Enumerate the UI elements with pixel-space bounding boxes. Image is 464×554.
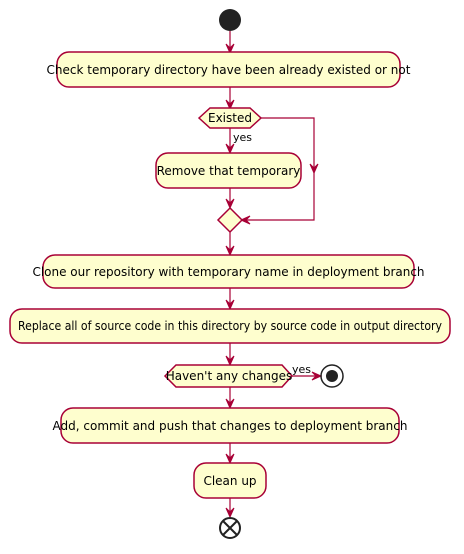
stop-node [320, 364, 344, 388]
remove-temporary-node: Remove that temporary [155, 152, 302, 189]
cleanup-node: Clean up [193, 462, 267, 499]
replace-source-node: Replace all of source code in this direc… [9, 308, 451, 344]
yes-label-1: yes [233, 131, 252, 144]
clone-repository-node: Clone our repository with temporary name… [32, 254, 425, 289]
changes-decision: Haven't any changes [163, 364, 294, 388]
check-directory-node: Check temporary directory have been alre… [47, 51, 411, 88]
commit-push-label: Add, commit and push that changes to dep… [53, 419, 408, 433]
edges [225, 31, 323, 519]
check-directory-label: Check temporary directory have been alre… [47, 63, 411, 77]
changes-label: Haven't any changes [166, 369, 293, 383]
replace-source-label: Replace all of source code in this direc… [18, 319, 442, 333]
clone-repository-label: Clone our repository with temporary name… [32, 265, 424, 279]
remove-temporary-label: Remove that temporary [157, 164, 301, 178]
end-node [219, 517, 241, 539]
commit-push-node: Add, commit and push that changes to dep… [53, 407, 408, 444]
existed-decision: Existed [197, 107, 263, 129]
start-node [219, 9, 241, 31]
existed-label: Existed [208, 111, 252, 125]
cleanup-label: Clean up [203, 474, 256, 488]
merge-diamond [216, 206, 244, 234]
yes-label-2: yes [292, 363, 311, 376]
